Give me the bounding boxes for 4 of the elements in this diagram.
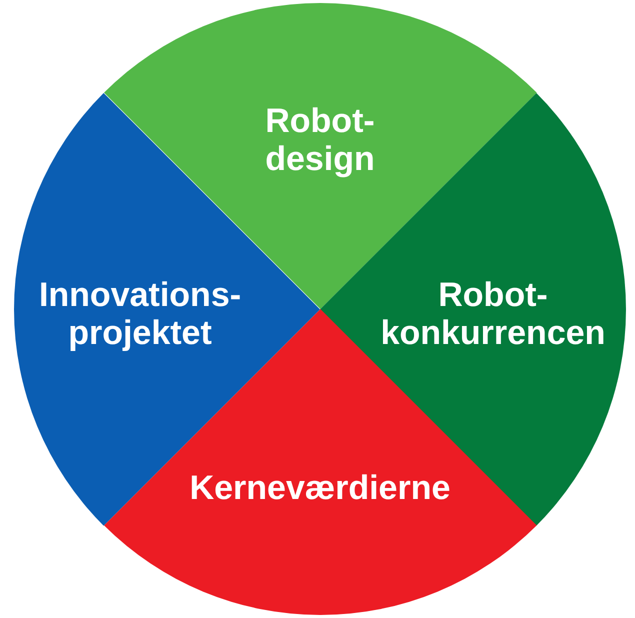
- segment-label: Innovations- projektet: [38, 276, 242, 352]
- segment-label: Kerneværdierne: [188, 468, 452, 508]
- segment-label: Robot- konkurrencen: [380, 276, 606, 352]
- segment-label: Robot- design: [264, 102, 376, 178]
